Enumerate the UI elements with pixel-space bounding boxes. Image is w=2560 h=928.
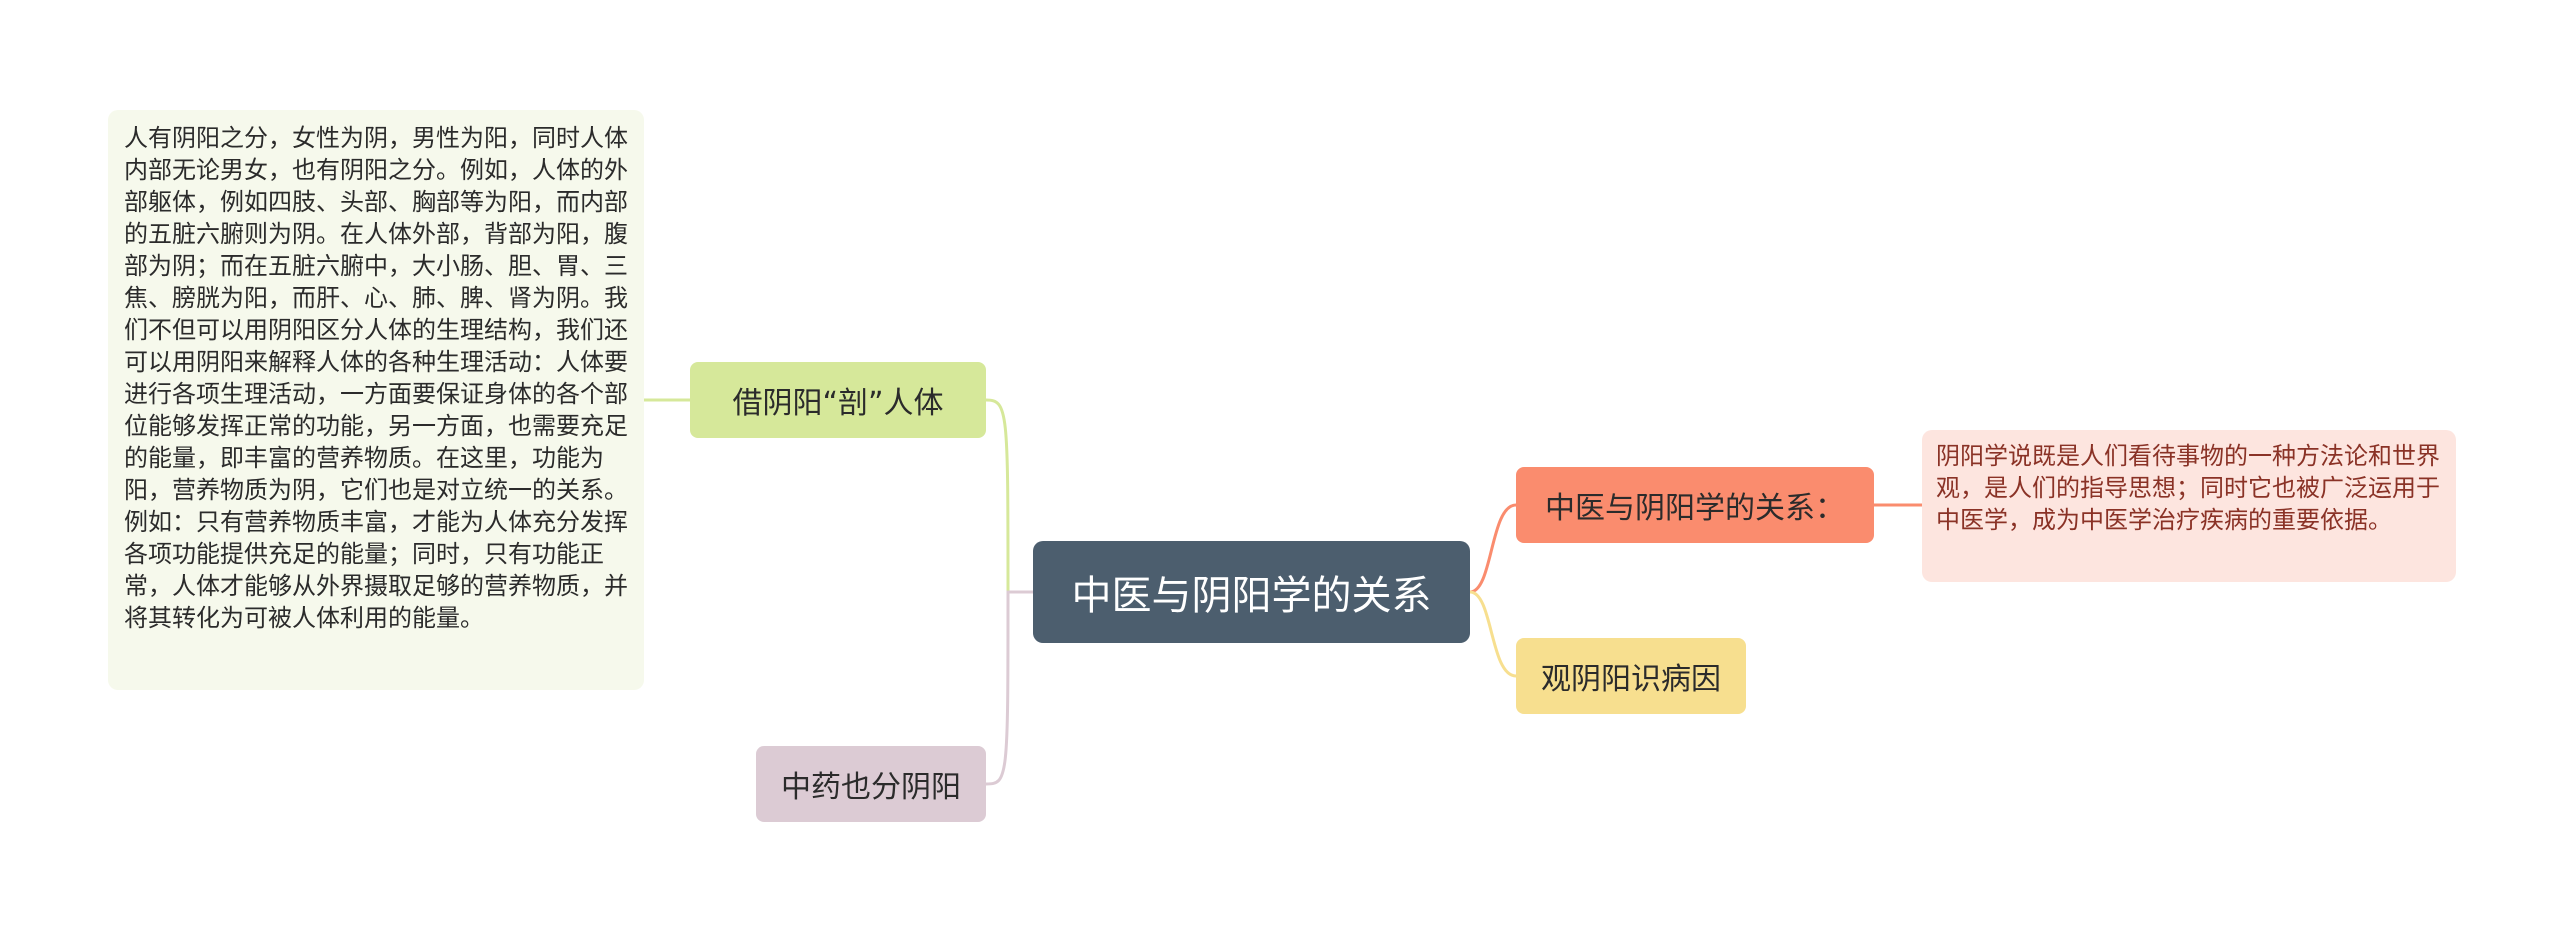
- branch-anatomy[interactable]: 借阴阳“剖”人体: [690, 362, 986, 438]
- leaf-anatomy-text: 人有阴阳之分，女性为阴，男性为阳，同时人体内部无论男女，也有阴阳之分。例如，人体…: [108, 110, 644, 690]
- branch-relationship[interactable]: 中医与阴阳学的关系：: [1516, 467, 1874, 543]
- link-root-right1: [1469, 503, 1517, 594]
- branch-disease-cause[interactable]: 观阴阳识病因: [1516, 638, 1746, 714]
- root-topic[interactable]: 中医与阴阳学的关系: [1033, 541, 1470, 643]
- link-root-right2: [1469, 590, 1517, 678]
- link-root-left2: [985, 590, 1033, 786]
- link-root-left1: [985, 398, 1033, 594]
- leaf-relationship-text: 阴阳学说既是人们看待事物的一种方法论和世界观，是人们的指导思想；同时它也被广泛运…: [1922, 430, 2456, 582]
- branch-herbal-medicine[interactable]: 中药也分阴阳: [756, 746, 986, 822]
